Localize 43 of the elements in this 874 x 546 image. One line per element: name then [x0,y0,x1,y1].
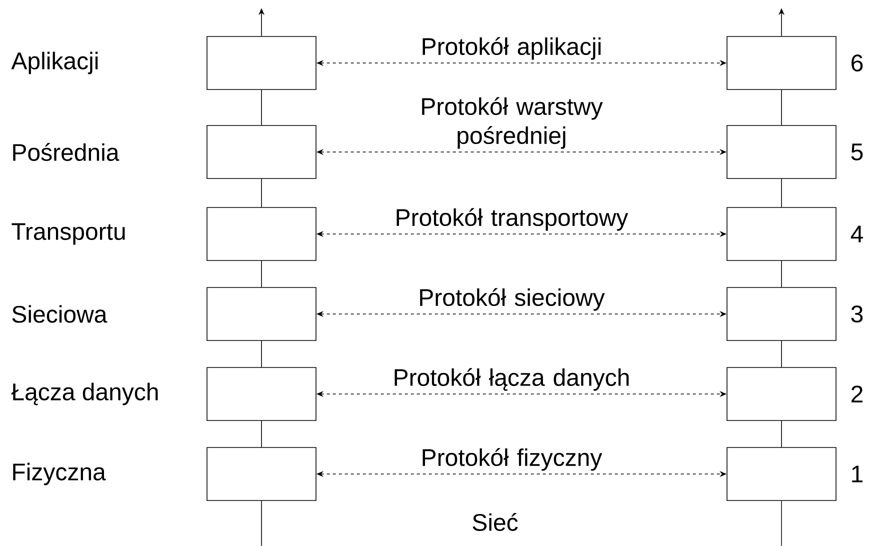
connector-line [261,178,262,208]
layer-box [726,207,836,261]
connector-line [261,420,262,448]
layer-number: 4 [850,226,863,242]
connector-line [781,340,782,368]
edge-label: Protokół sieciowy [420,288,605,311]
connector-line [781,90,782,126]
layer-name: Aplikacji [11,52,98,74]
connector-line [781,500,782,546]
layer-box [726,36,836,90]
edge-label: Protokół fizyczny [422,448,602,471]
layer-name: Fizyczna [13,462,106,486]
layer-box [206,447,316,501]
network-label: Sieć [472,513,518,531]
layer-number: 2 [852,386,862,402]
layer-name: Transportu [12,223,125,245]
layer-box [726,367,836,421]
layer-name: Łącza danych [11,382,158,406]
layer-box [726,287,836,341]
layer-box [206,36,316,90]
edge-label: Protokół transportowy [396,208,628,231]
layer-name: Pośrednia [13,143,120,161]
connector-line [781,178,782,208]
layer-box [206,367,316,421]
layer-box [206,207,316,261]
layer-number: 6 [852,54,863,72]
connector-line [781,420,782,448]
layer-box [206,287,316,341]
layer-number: 5 [851,144,863,160]
connector-line [261,90,262,126]
connector-line [261,500,262,546]
edge-label: Protokół aplikacji [422,37,601,60]
layer-box [726,125,836,179]
layer-number: 3 [851,306,863,322]
layer-box [726,447,836,501]
layer-box [206,125,316,179]
layer-number: 1 [852,466,862,482]
layer-name: Sieciowa [12,305,108,323]
connector-line [261,340,262,368]
connector-line [781,260,782,288]
edge-label: Protokół warstwy pośredniej [422,97,603,149]
connector-line [261,260,262,288]
edge-label: Protokół łącza danych [394,368,629,391]
